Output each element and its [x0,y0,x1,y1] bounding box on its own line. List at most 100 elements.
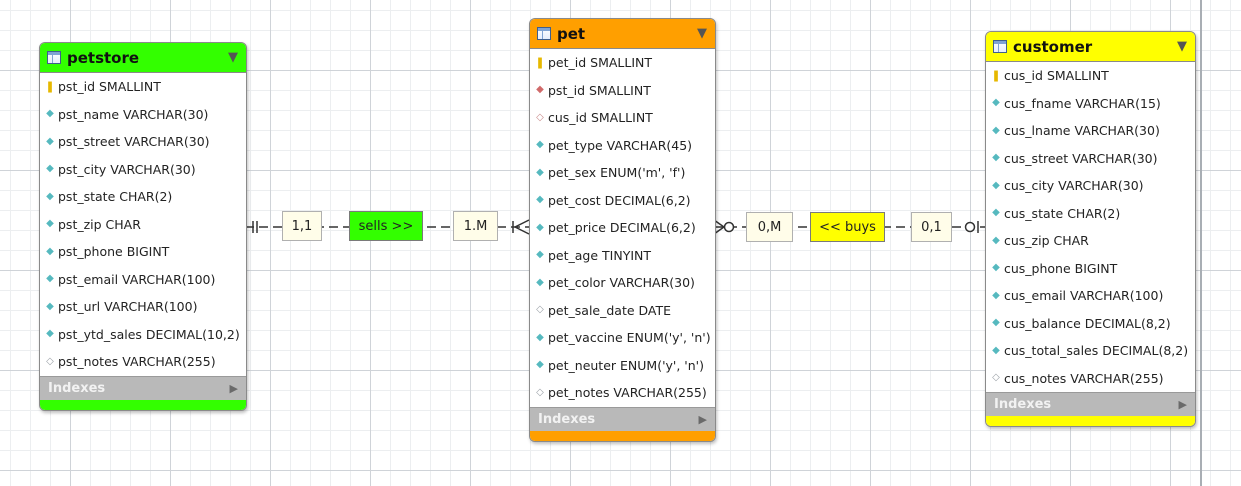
column-row[interactable]: ◆cus_email VARCHAR(100) [986,282,1195,310]
buys-relationship-label[interactable]: << buys [810,212,885,242]
column-label: cus_lname VARCHAR(30) [1004,123,1160,139]
column-label: cus_balance DECIMAL(8,2) [1004,315,1171,331]
column-row[interactable]: ◆cus_fname VARCHAR(15) [986,90,1195,118]
not-null-diamond-icon: ◆ [536,331,544,343]
column-row[interactable]: ◆pet_cost DECIMAL(6,2) [530,187,715,215]
column-row[interactable]: ◆pst_email VARCHAR(100) [40,266,246,294]
column-row[interactable]: ◆ cus_state CHAR(2) [986,200,1195,228]
column-row[interactable]: ◆pst_street VARCHAR(30) [40,128,246,156]
column-row[interactable]: ◆pet_sex ENUM('m', 'f') [530,159,715,187]
not-null-diamond-icon: ◆ [992,262,1000,274]
column-label: pst_city VARCHAR(30) [58,161,196,177]
indexes-label: Indexes [994,397,1052,412]
not-null-diamond-icon: ◆ [46,273,54,285]
column-label: cus_id SMALLINT [548,110,653,126]
column-row[interactable]: ❚pst_id SMALLINT [40,73,246,101]
column-row[interactable]: ◆pet_type VARCHAR(45) [530,132,715,160]
column-label: pst_notes VARCHAR(255) [58,354,216,370]
page-boundary-line [1200,0,1202,486]
table-petstore[interactable]: petstore ▼ ❚pst_id SMALLINT◆pst_name VAR… [39,42,247,411]
column-label: cus_state CHAR(2) [1004,205,1121,221]
column-row[interactable]: ◇pet_sale_date DATE [530,297,715,325]
table-pet[interactable]: pet ▼ ❚pet_id SMALLINT◆pst_id SMALLINT ◇ c… [529,18,716,442]
table-header[interactable]: customer ▼ [986,32,1195,62]
not-null-diamond-icon: ◆ [46,218,54,230]
column-row[interactable]: ◆ pst_ytd_sales DECIMAL(10,2) [40,321,246,349]
column-row[interactable]: ❚cus_id SMALLINT [986,62,1195,90]
not-null-diamond-icon: ◆ [992,289,1000,301]
column-row[interactable]: ❚pet_id SMALLINT [530,49,715,77]
not-null-diamond-icon: ◆ [536,221,544,233]
column-row[interactable]: ◆pst_city VARCHAR(30) [40,156,246,184]
column-row[interactable]: ◆pet_vaccine ENUM('y', 'n') [530,324,715,352]
dropdown-triangle-icon[interactable]: ▼ [228,50,238,65]
indexes-section[interactable]: Indexes ▶ [40,375,246,400]
table-name: petstore [67,48,140,67]
column-row[interactable]: ◆pst_name VARCHAR(30) [40,101,246,129]
indexes-section[interactable]: Indexes ▶ [986,392,1195,416]
column-row[interactable]: ◆cus_zip CHAR [986,227,1195,255]
table-header[interactable]: petstore ▼ [40,43,246,73]
column-row[interactable]: ◆pst_url VARCHAR(100) [40,293,246,321]
not-null-diamond-icon: ◆ [46,190,54,202]
column-list: ❚pet_id SMALLINT◆pst_id SMALLINT ◇ cus_id … [530,49,715,407]
not-null-diamond-icon: ◆ [46,300,54,312]
nullable-diamond-icon: ◇ [992,372,1000,384]
not-null-diamond-icon: ◆ [992,152,1000,164]
column-row[interactable]: ◆pst_phone BIGINT [40,238,246,266]
not-null-diamond-icon: ◆ [46,328,54,340]
indexes-label: Indexes [48,380,106,396]
column-label: pet_sex ENUM('m', 'f') [548,165,686,181]
buys-left-cardinality: 0,M [746,212,793,242]
column-row[interactable]: ◇ pst_notes VARCHAR(255) [40,348,246,376]
column-row[interactable]: ◆pet_neuter ENUM('y', 'n') [530,352,715,380]
column-row[interactable]: ◆cus_lname VARCHAR(30) [986,117,1195,145]
column-label: cus_street VARCHAR(30) [1004,150,1158,166]
column-row[interactable]: ◆cus_phone BIGINT [986,255,1195,283]
nullable-foreign-key-diamond-icon: ◇ [536,111,544,123]
column-label: pst_ytd_sales DECIMAL(10,2) [58,326,240,342]
column-row[interactable]: ◆pet_age TINYINT [530,242,715,270]
buys-right-cardinality: 0,1 [911,212,952,242]
table-header[interactable]: pet ▼ [530,19,715,49]
not-null-diamond-icon: ◆ [992,234,1000,246]
dropdown-triangle-icon[interactable]: ▼ [697,26,707,41]
column-label: pet_price DECIMAL(6,2) [548,220,696,236]
not-null-diamond-icon: ◆ [46,135,54,147]
table-customer[interactable]: customer ▼ ❚cus_id SMALLINT◆cus_fname VA… [985,31,1196,427]
not-null-diamond-icon: ◆ [992,317,1000,329]
column-label: pst_zip CHAR [58,216,141,232]
column-row[interactable]: ◆pst_id SMALLINT [530,77,715,105]
column-row[interactable]: ◆ cus_balance DECIMAL(8,2) [986,310,1195,338]
column-row[interactable]: ◇ cus_id SMALLINT [530,104,715,132]
column-row[interactable]: ◆cus_total_sales DECIMAL(8,2) [986,337,1195,365]
column-row[interactable]: ◇cus_notes VARCHAR(255) [986,365,1195,393]
column-row[interactable]: ◆ pst_zip CHAR [40,211,246,239]
column-label: pst_id SMALLINT [58,79,161,95]
indexes-section[interactable]: Indexes ▶ [530,406,715,431]
key-icon: ❚ [991,68,1001,82]
column-row[interactable]: ◆cus_city VARCHAR(30) [986,172,1195,200]
nullable-diamond-icon: ◇ [46,355,54,367]
column-row[interactable]: ◆pst_state CHAR(2) [40,183,246,211]
not-null-diamond-icon: ◆ [992,207,1000,219]
dropdown-triangle-icon[interactable]: ▼ [1177,39,1187,54]
column-row[interactable]: ◆ pet_price DECIMAL(6,2) [530,214,715,242]
sells-relationship-label[interactable]: sells >> [349,211,423,241]
expand-arrow-icon[interactable]: ▶ [1178,398,1187,411]
expand-arrow-icon[interactable]: ▶ [698,412,707,426]
nullable-diamond-icon: ◇ [536,386,544,398]
column-row[interactable]: ◆ cus_street VARCHAR(30) [986,145,1195,173]
column-row[interactable]: ◆pet_color VARCHAR(30) [530,269,715,297]
table-footer-band [40,399,246,410]
table-icon [47,51,61,64]
column-label: pet_sale_date DATE [548,302,672,318]
table-icon [537,27,551,40]
sells-right-cardinality: 1.M [453,211,498,241]
not-null-diamond-icon: ◆ [46,108,54,120]
expand-arrow-icon[interactable]: ▶ [229,381,238,395]
column-row[interactable]: ◇pet_notes VARCHAR(255) [530,379,715,407]
table-footer-band [986,416,1195,426]
not-null-diamond-icon: ◆ [46,245,54,257]
column-label: cus_city VARCHAR(30) [1004,178,1144,194]
